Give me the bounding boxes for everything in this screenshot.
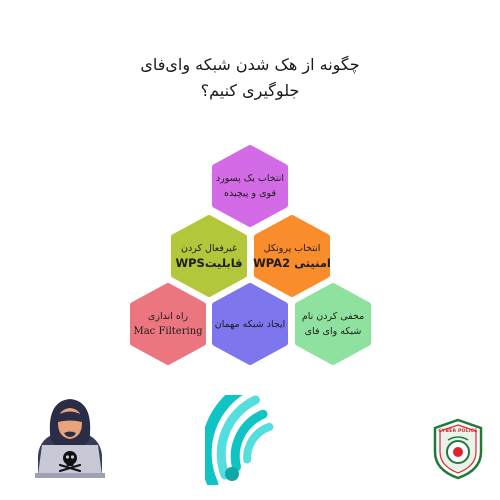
- cyber-police-logo: CYBER POLICE: [432, 418, 484, 480]
- tip-label: انتخاب یک پسورد: [215, 173, 285, 184]
- tip-mac-filtering: راه اندازی Mac Filtering: [127, 283, 209, 365]
- hexagon-shape: [254, 215, 330, 297]
- tip-hide-ssid: مخفی کردن نام شبکه وای فای: [292, 283, 374, 365]
- tip-label: امنیتی WPA2: [253, 256, 331, 270]
- title-line-1: چگونه از هک شدن شبکه وای‌فای: [140, 55, 360, 74]
- tip-strong-password: انتخاب یک پسورد قوی و پیچیده: [209, 145, 291, 227]
- hexagon-shape: [212, 283, 288, 365]
- tip-label: غیرفعال کردن: [181, 243, 237, 254]
- tip-wpa2-protocol: انتخاب پروتکل امنیتی WPA2: [251, 215, 333, 297]
- wifi-icon: [205, 395, 274, 485]
- logo-text: CYBER POLICE: [438, 429, 478, 434]
- hexagon-shape: [171, 215, 247, 297]
- tip-label: راه اندازی: [147, 311, 189, 322]
- tip-label: ایجاد شبکه مهمان: [214, 318, 286, 330]
- hacker-laptop-icon: [35, 399, 105, 478]
- tip-label: مخفی کردن نام: [301, 311, 365, 322]
- tip-label: قوی و پیچیده: [224, 188, 276, 199]
- tip-label: Mac Filtering: [133, 326, 203, 337]
- hexagon-shape: [212, 145, 288, 227]
- page-title: چگونه از هک شدن شبکه وای‌فای جلوگیری کنی…: [0, 52, 500, 104]
- title-line-2: جلوگیری کنیم؟: [200, 81, 300, 100]
- tip-guest-network: ایجاد شبکه مهمان: [209, 283, 291, 365]
- tip-label: قابلیتWPS: [175, 256, 243, 270]
- hexagon-shape: [130, 283, 206, 365]
- tip-disable-wps: غیرفعال کردن قابلیتWPS: [168, 215, 250, 297]
- tip-label: شبکه وای فای: [304, 326, 362, 337]
- tip-label: انتخاب پروتکل: [263, 243, 321, 254]
- shield-icon: [433, 418, 483, 480]
- hexagon-shape: [295, 283, 371, 365]
